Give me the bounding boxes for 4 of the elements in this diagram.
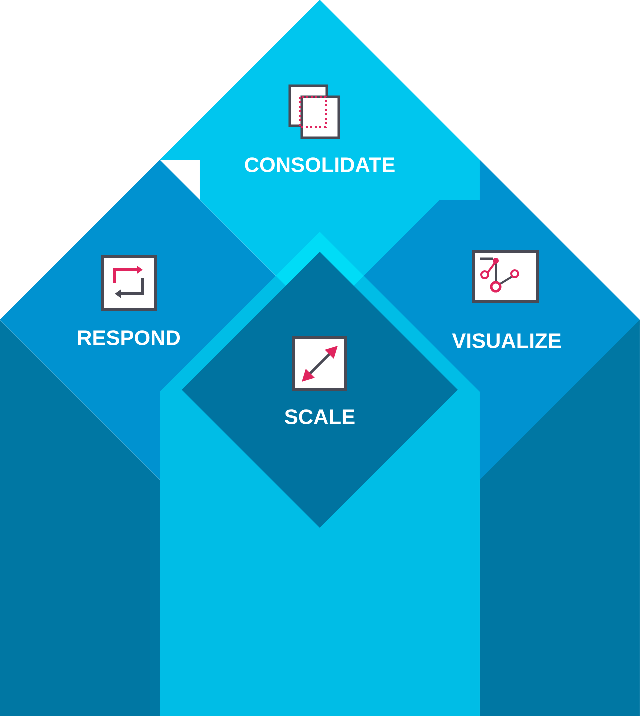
node-label: CONSOLIDATE [245,158,395,172]
node-label: RESPOND [78,330,180,346]
node-label: SCALE [285,410,355,424]
node-label: VISUALIZE [452,334,562,348]
